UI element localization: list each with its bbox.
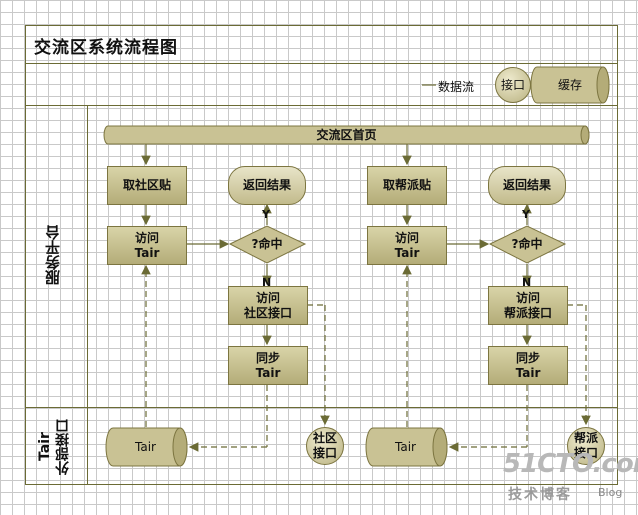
- watermark-logo: 51CTO.com: [503, 449, 638, 479]
- watermark-blog: Blog: [598, 486, 623, 499]
- legend-cache-label: 缓存: [557, 77, 582, 92]
- get-community-post-node: 取社区贴: [107, 166, 187, 205]
- edge-label-no-1: N: [262, 276, 272, 289]
- tair-2-node: Tair: [395, 439, 416, 454]
- sync-tair-2-node: 同步 Tair: [488, 346, 568, 385]
- diagram-frame: [25, 25, 618, 485]
- lane-divider: [25, 407, 618, 408]
- watermark-sub: 技术博客: [508, 487, 572, 503]
- bangpai-interface-node: 帮派 接口: [567, 427, 605, 465]
- legend-divider: [25, 105, 618, 106]
- tair-1-node: Tair: [135, 439, 156, 454]
- hit-1-label: ?命中: [251, 236, 283, 251]
- diagram-title: 交流区系统流程图: [34, 38, 178, 58]
- legend-dataflow-label: 数据流: [438, 80, 475, 94]
- return-result-1-node: 返回结果: [228, 166, 306, 205]
- hit-2-diamond: [488, 225, 567, 264]
- edge-label-yes-1: Y: [262, 208, 270, 221]
- edge-label-no-2: N: [522, 276, 532, 289]
- return-result-2-node: 返回结果: [488, 166, 566, 205]
- access-tair-1-node: 访问 Tair: [107, 226, 187, 265]
- home-node: 交流区首页: [316, 127, 377, 142]
- lane-header-divider: [87, 105, 88, 485]
- community-interface-node: 社区 接口: [306, 427, 344, 465]
- edge-label-yes-2: Y: [522, 208, 530, 221]
- hit-1-diamond: [228, 225, 307, 264]
- title-divider: [25, 63, 618, 64]
- access-bangpai-api-node: 访问 帮派接口: [488, 286, 568, 325]
- access-community-api-node: 访问 社区接口: [228, 286, 308, 325]
- sync-tair-1-node: 同步 Tair: [228, 346, 308, 385]
- get-bangpai-post-node: 取帮派贴: [367, 166, 447, 205]
- legend-interface-circle: 接口: [495, 67, 531, 103]
- access-tair-2-node: 访问 Tair: [367, 226, 447, 265]
- hit-2-label: ?命中: [511, 236, 543, 251]
